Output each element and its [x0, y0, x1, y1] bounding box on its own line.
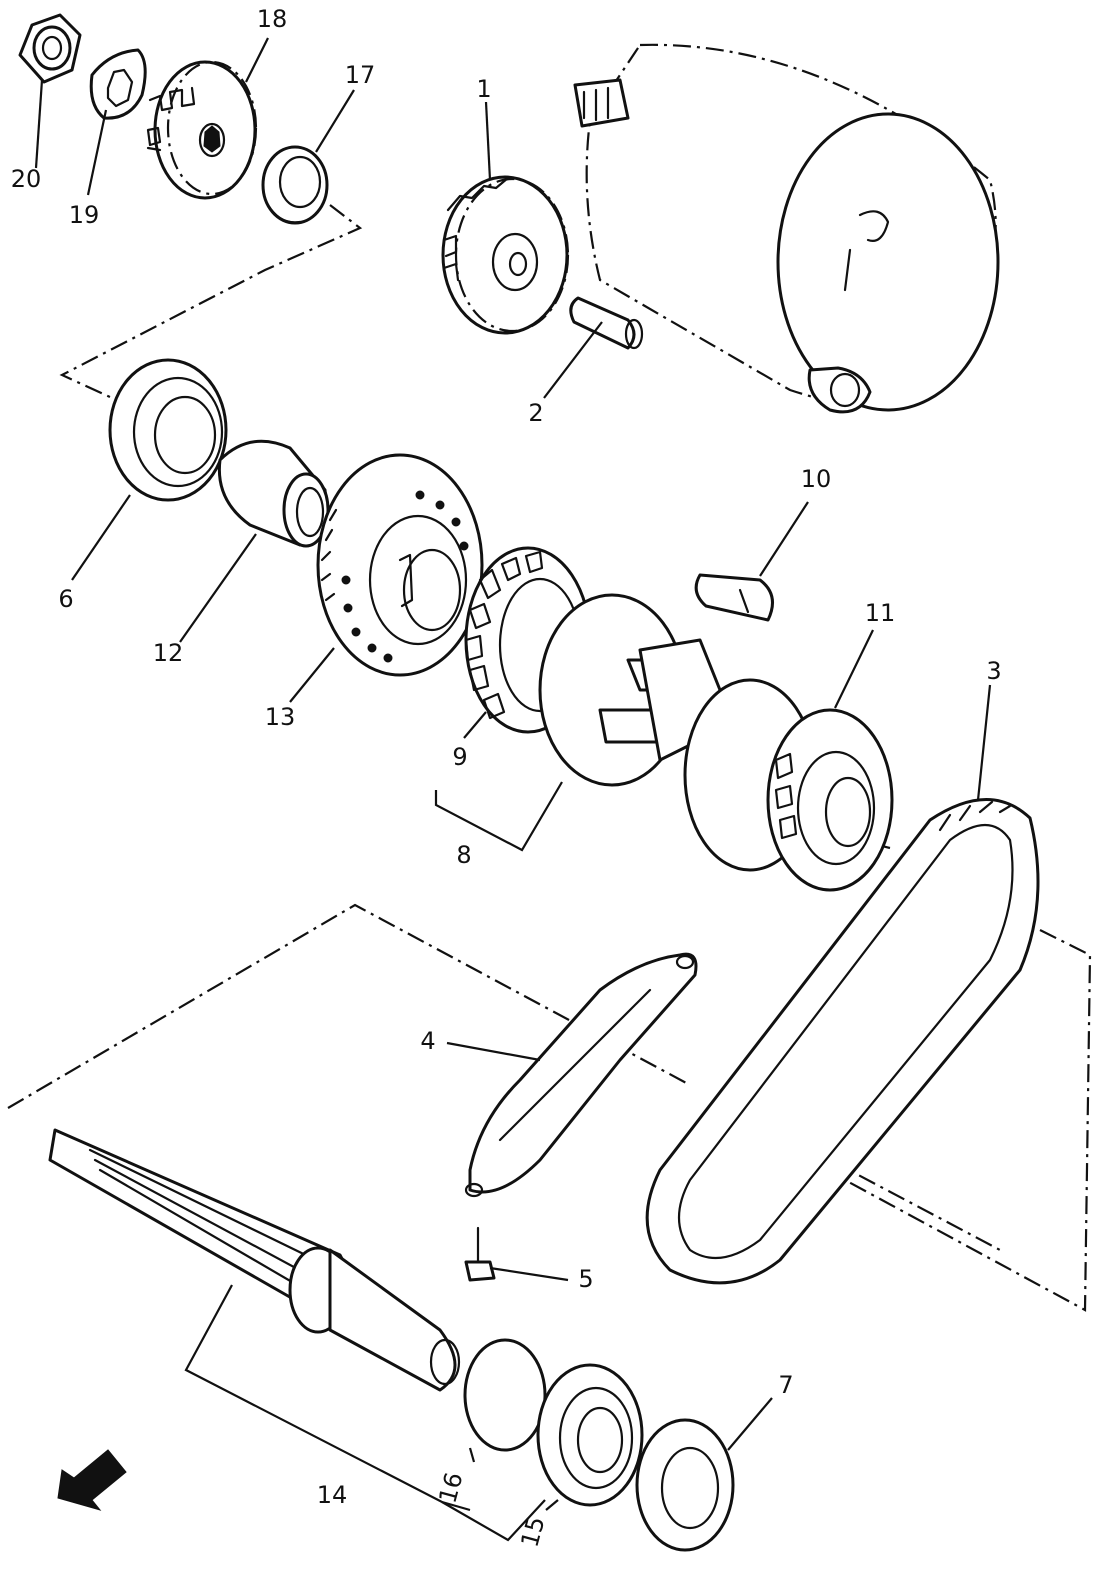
callout-1: 1 [476, 75, 491, 103]
callout-2: 2 [528, 399, 543, 427]
leader-lines [34, 37, 992, 1511]
callout-16: 16 [434, 1469, 469, 1506]
part-1-drive-gear [441, 175, 570, 335]
part-8-clutch-hub [538, 593, 722, 787]
group-brackets [184, 781, 563, 1542]
callout-14: 14 [317, 1481, 348, 1509]
front-arrow-icon [57, 1449, 127, 1511]
bracket-8 [434, 781, 563, 852]
callout-15: 15 [516, 1513, 551, 1550]
callout-18: 18 [257, 5, 288, 33]
callout-10: 10 [801, 465, 832, 493]
part-5-screw [464, 1226, 496, 1282]
callout-17: 17 [345, 61, 376, 89]
part-17-seal [261, 145, 329, 225]
part-2-pin [569, 296, 644, 350]
callout-8: 8 [456, 841, 471, 869]
callout-12: 12 [153, 639, 184, 667]
part-4-chain-guide [464, 952, 698, 1198]
part-6-bearing [108, 358, 228, 502]
callout-4: 4 [420, 1027, 435, 1055]
part-12-sleeve [217, 439, 330, 548]
part-16-o-ring [463, 1338, 547, 1452]
callout-11: 11 [865, 599, 896, 627]
callout-19: 19 [69, 201, 100, 229]
callout-labels: 20 19 18 17 1 2 6 12 13 9 8 10 11 3 4 5 … [11, 5, 1002, 1550]
part-19-lock-washer [89, 48, 147, 120]
callout-9: 9 [452, 743, 467, 771]
part-3-chain [645, 798, 1040, 1285]
part-14-shaft [48, 1128, 461, 1392]
part-20-nut [18, 13, 82, 84]
callout-20: 20 [11, 165, 42, 193]
part-10-key [694, 573, 774, 622]
callout-13: 13 [265, 703, 296, 731]
part-15-bearing [536, 1363, 644, 1507]
callout-5: 5 [578, 1265, 593, 1293]
part-7-washer [635, 1418, 735, 1552]
part-11-gear-hub [683, 678, 894, 892]
starter-motor [573, 43, 1000, 414]
sprocket-holes [341, 490, 469, 663]
callout-3: 3 [986, 657, 1001, 685]
part-18-gear [146, 60, 258, 200]
part-13-sprocket [316, 453, 484, 677]
bracket-14 [184, 1284, 471, 1512]
callout-7: 7 [778, 1371, 793, 1399]
callout-6: 6 [58, 585, 73, 613]
bracket-15 [441, 1499, 546, 1542]
